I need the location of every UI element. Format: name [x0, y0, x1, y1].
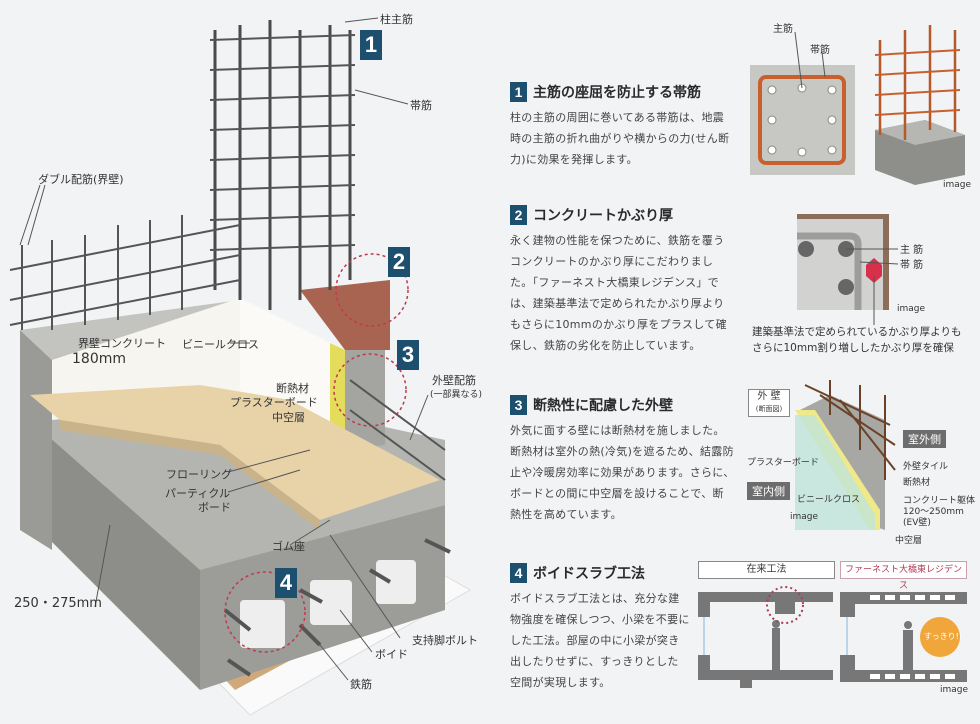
- label-particle-board-2: ボード: [198, 501, 231, 514]
- label-hoop: 帯筋: [410, 99, 432, 112]
- badge-1: 1: [360, 30, 382, 60]
- section-number: 3: [510, 395, 527, 415]
- section-title: コンクリートかぶり厚: [533, 208, 673, 224]
- fig3-insulation: 断熱材: [903, 478, 931, 488]
- label-void: ボイド: [375, 648, 408, 661]
- section-number: 2: [510, 205, 527, 225]
- fig1-hoop-label: 帯筋: [810, 45, 830, 56]
- fig3-vinyl: ビニールクロス: [797, 495, 861, 505]
- fig1-image-label: image: [943, 180, 972, 190]
- label-double-rebar: ダブル配筋(界壁): [38, 173, 124, 186]
- section-body: 外気に面する壁には断熱材を施しました。断熱材は室外の熱(冷気)を遮るため、結露防…: [510, 424, 735, 521]
- section-title: 主筋の座屈を防止する帯筋: [533, 85, 701, 101]
- fig4-image-label: image: [940, 685, 969, 695]
- section-title: 断熱性に配慮した外壁: [533, 398, 673, 414]
- fig3-image-label: image: [790, 512, 819, 522]
- fig2-main-label: 主 筋: [900, 245, 924, 256]
- badge-4: 4: [275, 568, 297, 598]
- section-3: 3 断熱性に配慮した外壁 外気に面する壁には断熱材を施しました。断熱材は室外の熱(…: [510, 394, 735, 525]
- fig3-air: 中空層: [895, 536, 923, 546]
- fig3-concrete-note: (EV壁): [903, 518, 931, 528]
- label-support-bolt: 支持脚ボルト: [412, 634, 478, 647]
- fig3-concrete: コンクリート躯体: [903, 496, 976, 506]
- label-exterior-rebar: 外壁配筋: [432, 374, 476, 387]
- label-air-layer: 中空層: [272, 411, 305, 424]
- section-body: 柱の主筋の周囲に巻いてある帯筋は、地震時の主筋の折れ曲がりや横からの力(せん断力…: [510, 111, 730, 166]
- fig2-caption-2: さらに10mm割り増ししたかぶり厚を確保: [752, 342, 954, 354]
- label-particle-board-1: パーティクル: [165, 487, 231, 500]
- fig3-title: 外 壁: [757, 391, 781, 402]
- section-title: ボイドスラブ工法: [533, 566, 645, 582]
- fig3-plasterboard: プラスターボード: [747, 458, 819, 468]
- fig2-caption-1: 建築基準法で定められているかぶり厚よりも: [752, 326, 962, 338]
- label-plasterboard: プラスターボード: [230, 396, 318, 409]
- label-slab-thickness: 250・275mm: [14, 596, 102, 611]
- fig2-hoop-label: 帯 筋: [900, 260, 924, 271]
- label-partition-thickness: 180mm: [72, 351, 126, 367]
- section-4: 4 ボイドスラブ工法 ボイドスラブ工法とは、充分な建物強度を確保しつつ、小梁を不要…: [510, 562, 690, 693]
- label-vinyl-cloth: ビニールクロス: [182, 338, 259, 351]
- label-rubber-seat: ゴム座: [272, 540, 305, 553]
- label-column-main-rebar: 柱主筋: [380, 13, 413, 26]
- fig3-indoor-tag: 室内側: [747, 482, 790, 500]
- fig4-conventional-box: 在来工法: [698, 561, 835, 579]
- fig3-concrete-size: 120〜250mm: [903, 507, 964, 517]
- label-exterior-rebar-note: (一部異なる): [430, 390, 483, 400]
- section-2: 2 コンクリートかぶり厚 永く建物の性能を保つために、鉄筋を覆うコンクリートのかぶ…: [510, 204, 735, 356]
- section-number: 1: [510, 82, 527, 102]
- section-body: ボイドスラブ工法とは、充分な建物強度を確保しつつ、小梁を不要にした工法。部屋の中…: [510, 592, 690, 689]
- label-partition-concrete: 界壁コンクリート: [78, 337, 166, 350]
- fig2-image-label: image: [897, 304, 926, 314]
- badge-3: 3: [397, 340, 419, 370]
- fig3-subtitle: (断面図): [755, 405, 783, 413]
- label-rebar: 鉄筋: [350, 678, 372, 691]
- section-number: 4: [510, 563, 527, 583]
- fig3-title-box: 外 壁 (断面図): [748, 389, 790, 417]
- fig4-bubble: すっきり!!: [924, 632, 963, 641]
- construction-cutaway-illustration: [9, 17, 472, 716]
- label-flooring: フローリング: [166, 468, 232, 481]
- section-1: 1 主筋の座屈を防止する帯筋 柱の主筋の周囲に巻いてある帯筋は、地震時の主筋の折れ…: [510, 81, 735, 170]
- fig3-outdoor-tag: 室外側: [903, 430, 946, 448]
- fig3-tile: 外壁タイル: [903, 462, 949, 472]
- badge-2: 2: [388, 247, 410, 277]
- section-body: 永く建物の性能を保つために、鉄筋を覆うコンクリートのかぶり厚にこだわりました。「…: [510, 234, 727, 352]
- fig1-main-label: 主筋: [773, 24, 793, 35]
- fig4-ours-box: ファーネスト大橋東レジデンス: [840, 561, 967, 591]
- label-insulation: 断熱材: [276, 382, 309, 395]
